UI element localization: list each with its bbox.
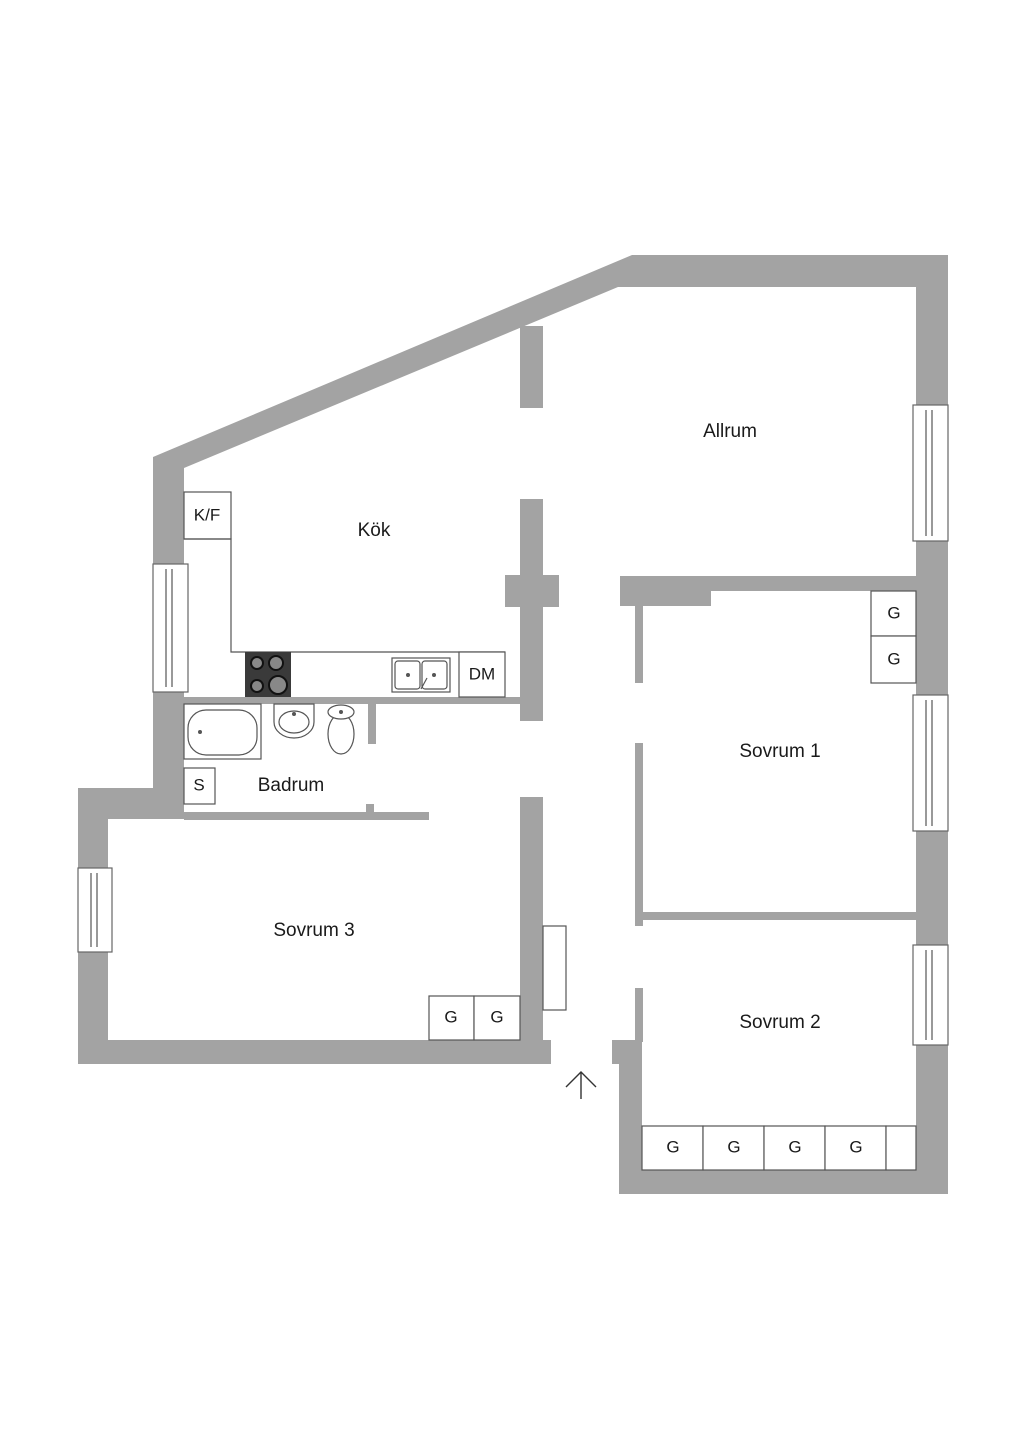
window-allrum xyxy=(912,404,949,542)
wall-sovrum1-west-lower xyxy=(635,743,643,926)
wall-sovrum1-north xyxy=(620,576,916,606)
stove-icon xyxy=(245,652,291,697)
wall-bath-stub xyxy=(368,704,376,744)
wardrobe-sovrum1-a: G xyxy=(870,590,917,637)
wall-spine-upper xyxy=(520,499,543,721)
svg-text:G: G xyxy=(849,1137,862,1156)
wardrobe-sovrum3-b: G xyxy=(473,995,521,1041)
dishwasher: DM xyxy=(458,651,506,698)
svg-text:DM: DM xyxy=(469,664,495,683)
svg-text:K/F: K/F xyxy=(194,505,220,524)
wardrobe-sovrum2-a: G xyxy=(641,1125,704,1171)
svg-text:G: G xyxy=(490,1007,503,1026)
svg-text:G: G xyxy=(887,649,900,668)
svg-text:G: G xyxy=(788,1137,801,1156)
window-sovrum1 xyxy=(912,694,949,832)
wardrobe-sovrum2-end xyxy=(885,1125,917,1171)
wall-bath-bottom xyxy=(184,812,429,820)
wardrobe-sovrum2-c: G xyxy=(763,1125,826,1171)
svg-text:S: S xyxy=(193,775,204,794)
room-label-kok: Kök xyxy=(358,520,391,541)
kitchen-counter xyxy=(184,538,505,653)
window-sovrum3 xyxy=(77,867,113,953)
room-label-sovrum2: Sovrum 2 xyxy=(739,1012,820,1033)
svg-text:G: G xyxy=(666,1137,679,1156)
room-label-sovrum3: Sovrum 3 xyxy=(273,920,354,941)
fridge-freezer: K/F xyxy=(183,491,232,540)
wall-sovrum1-west-upper xyxy=(635,606,643,683)
wardrobe-sovrum3-a: G xyxy=(428,995,475,1041)
svg-text:G: G xyxy=(444,1007,457,1026)
svg-text:G: G xyxy=(887,603,900,622)
washbasin-icon xyxy=(273,703,315,739)
wall-sovrum2-west xyxy=(635,988,643,1042)
room-label-badrum: Badrum xyxy=(258,775,325,796)
wall-spine-bump xyxy=(505,575,559,607)
wall-bath-bottom-stub xyxy=(366,804,374,814)
hall-closet xyxy=(542,925,567,1011)
window-kitchen xyxy=(152,563,189,693)
bathtub-icon xyxy=(183,703,262,760)
storage-cabinet: S xyxy=(183,767,216,805)
svg-text:G: G xyxy=(727,1137,740,1156)
window-sovrum2 xyxy=(912,944,949,1046)
wardrobe-sovrum2-b: G xyxy=(702,1125,765,1171)
double-sink-icon xyxy=(391,657,451,693)
wardrobe-sovrum2-d: G xyxy=(824,1125,887,1171)
wall-spine-lower xyxy=(520,797,543,1042)
wall-kitchen-bath xyxy=(184,697,520,704)
wardrobe-sovrum1-b: G xyxy=(870,635,917,684)
room-label-allrum: Allrum xyxy=(703,421,757,442)
toilet-icon xyxy=(327,704,355,755)
wall-sovrum1-sovrum2 xyxy=(635,912,916,920)
room-label-sovrum1: Sovrum 1 xyxy=(739,741,820,762)
arrow-up-icon xyxy=(565,1071,597,1099)
wall-kitchen-living-top xyxy=(520,326,543,408)
